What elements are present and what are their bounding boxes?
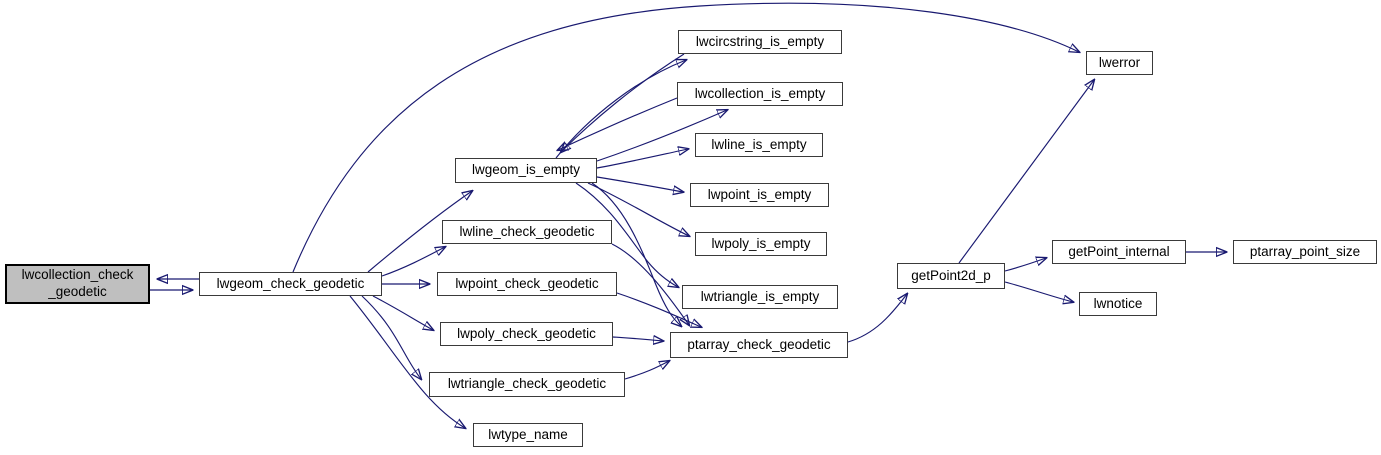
node-ptarray-check-geodetic[interactable]: ptarray_check_geodetic [670, 332, 848, 358]
node-label: lwpoly_check_geodetic [457, 325, 596, 341]
edge-getPoint2d_p-lwerror [958, 80, 1094, 264]
node-label: lwcircstring_is_empty [695, 33, 825, 49]
edge-getPoint2d_p-lwnotice [1004, 281, 1073, 302]
edge-lwline_check_geodetic-ptarray_check_geodetic [611, 243, 689, 325]
node-label: lwgeom_is_empty [471, 162, 581, 178]
node-lwline-is-empty[interactable]: lwline_is_empty [695, 133, 823, 157]
edge-getPoint2d_p-getPoint_internal [1004, 258, 1046, 272]
node-label-line: _geodetic [48, 284, 107, 299]
node-lwcollection-is-empty[interactable]: lwcollection_is_empty [677, 82, 843, 106]
edges-group [150, 2, 1226, 428]
node-lwcollection-check-geodetic[interactable]: lwcollection_check _geodetic [5, 264, 150, 304]
node-label: lwpoint_check_geodetic [455, 275, 599, 291]
node-label: lwnotice [1093, 295, 1143, 311]
edge-lwgeom_is_empty-lwcircstring_is_empty [555, 60, 686, 159]
edge-lwpoly_check_geodetic-ptarray_check_geodetic [612, 337, 663, 341]
edge-lwgeom_check_geodetic-lwgeom_is_empty [367, 191, 472, 273]
node-label: getPoint2d_p [911, 267, 991, 283]
node-ptarray-point-size[interactable]: ptarray_point_size [1233, 240, 1377, 264]
edge-lwtriangle_check_geodetic-ptarray_check_geodetic [624, 361, 669, 380]
edge-lwgeom_is_empty-lwpoint_is_empty [596, 176, 683, 192]
node-lwerror[interactable]: lwerror [1086, 51, 1153, 75]
node-label: lwerror [1098, 54, 1141, 70]
edge-lwpoint_check_geodetic-ptarray_check_geodetic [616, 292, 701, 327]
node-label-line: lwcollection_check [21, 267, 134, 283]
node-getpoint-internal[interactable]: getPoint_internal [1052, 240, 1186, 264]
node-label: ptarray_point_size [1249, 243, 1361, 259]
node-lwcircstring-is-empty[interactable]: lwcircstring_is_empty [678, 30, 842, 54]
node-lwtriangle-is-empty[interactable]: lwtriangle_is_empty [682, 285, 838, 309]
node-label: lwline_is_empty [711, 136, 807, 152]
node-lwnotice[interactable]: lwnotice [1079, 292, 1157, 316]
node-lwgeom-check-geodetic[interactable]: lwgeom_check_geodetic [199, 272, 382, 296]
edge-lwcircstring_is_empty-lwgeom_is_empty [561, 53, 685, 152]
node-label: lwpoly_is_empty [711, 235, 811, 251]
node-label: lwgeom_check_geodetic [216, 275, 365, 291]
node-lwpoly-is-empty[interactable]: lwpoly_is_empty [695, 232, 827, 256]
node-label: lwcollection_is_empty [694, 85, 826, 101]
edge-lwgeom_check_geodetic-lwline_check_geodetic [381, 247, 445, 277]
node-label: lwtriangle_is_empty [700, 288, 820, 304]
node-lwpoly-check-geodetic[interactable]: lwpoly_check_geodetic [440, 322, 613, 346]
node-label: lwpoint_is_empty [707, 186, 812, 202]
node-lwtriangle-check-geodetic[interactable]: lwtriangle_check_geodetic [429, 372, 625, 397]
node-label: lwtype_name [488, 426, 568, 442]
node-label: ptarray_check_geodetic [687, 336, 831, 352]
edge-lwgeom_check_geodetic-lwpoly_check_geodetic [372, 295, 433, 330]
node-lwline-check-geodetic[interactable]: lwline_check_geodetic [442, 220, 612, 244]
node-lwgeom-is-empty[interactable]: lwgeom_is_empty [455, 158, 597, 183]
node-label: lwline_check_geodetic [459, 223, 595, 239]
edge-lwgeom_is_empty-lwline_is_empty [596, 149, 688, 169]
edge-lwgeom_is_empty-ptarray_check_geodetic [591, 182, 681, 326]
edge-lwgeom_check_geodetic-lwtype_name [349, 295, 465, 428]
node-label: lwtriangle_check_geodetic [447, 376, 607, 392]
edge-lwgeom_check_geodetic-lwerror [292, 2, 1079, 273]
node-lwpoint-check-geodetic[interactable]: lwpoint_check_geodetic [437, 272, 617, 296]
edge-ptarray_check_geodetic-getPoint2d_p [847, 294, 907, 343]
edge-lwgeom_check_geodetic-lwtriangle_check_geodetic [361, 295, 421, 379]
node-getpoint2d-p[interactable]: getPoint2d_p [897, 263, 1005, 289]
edge-lwgeom_is_empty-lwcollection_is_empty [596, 110, 727, 162]
node-lwtype-name[interactable]: lwtype_name [473, 423, 583, 447]
edge-lwcollection_is_empty-lwgeom_is_empty [558, 97, 678, 150]
node-label: getPoint_internal [1068, 243, 1170, 259]
node-lwpoint-is-empty[interactable]: lwpoint_is_empty [690, 183, 829, 207]
